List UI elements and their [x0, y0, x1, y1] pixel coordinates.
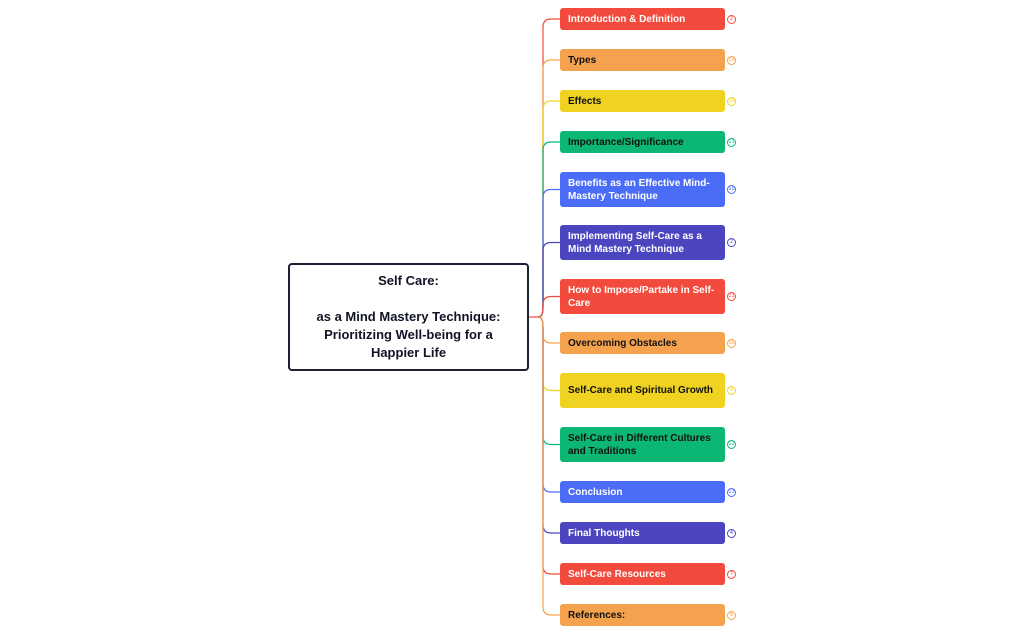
- topic-references[interactable]: References:: [560, 604, 725, 626]
- topic-label: Self-Care in Different Cultures and Trad…: [568, 432, 711, 457]
- connector-implementing-self-care-as-a-mind-mastery-technique: [537, 241, 560, 318]
- topic-introduction-definition[interactable]: Introduction & Definition: [560, 8, 725, 30]
- topic-label: Final Thoughts: [568, 527, 640, 539]
- connector-self-care-resources: [537, 316, 560, 575]
- topic-conclusion[interactable]: Conclusion: [560, 481, 725, 503]
- topic-label: Conclusion: [568, 486, 623, 498]
- connector-final-thoughts: [537, 316, 560, 534]
- topic-types[interactable]: Types: [560, 49, 725, 71]
- subtopic-count-badge[interactable]: 11: [727, 137, 736, 147]
- topic-final-thoughts[interactable]: Final Thoughts: [560, 522, 725, 544]
- topic-label: Benefits as an Effective Mind-Mastery Te…: [568, 177, 710, 202]
- topic-label: Importance/Significance: [568, 136, 684, 148]
- topic-label: Overcoming Obstacles: [568, 337, 677, 349]
- topic-self-care-resources[interactable]: Self-Care Resources: [560, 563, 725, 585]
- connector-self-care-in-different-cultures-and-traditions: [537, 316, 560, 446]
- subtopic-count-badge[interactable]: 4: [727, 386, 736, 395]
- topic-label: How to Impose/Partake in Self-Care: [568, 284, 715, 309]
- connector-how-to-impose-partake-in-self-care: [537, 295, 560, 318]
- connector-importance-significance: [537, 141, 560, 318]
- subtopic-count-badge[interactable]: 10: [727, 338, 736, 348]
- topic-label: Effects: [568, 95, 602, 107]
- connector-types: [537, 59, 560, 318]
- topic-self-care-in-different-cultures-and-traditions[interactable]: Self-Care in Different Cultures and Trad…: [560, 427, 725, 462]
- topic-label: Implementing Self-Care as a Mind Mastery…: [568, 230, 702, 255]
- topic-benefits-as-an-effective-mind-mastery-technique[interactable]: Benefits as an Effective Mind-Mastery Te…: [560, 172, 725, 207]
- subtopic-count-badge[interactable]: 2: [727, 238, 736, 247]
- topic-label: Self-Care Resources: [568, 568, 666, 580]
- subtopic-count-badge[interactable]: 21: [727, 292, 736, 301]
- topic-effects[interactable]: Effects: [560, 90, 725, 112]
- connector-introduction-definition: [537, 18, 560, 318]
- connector-benefits-as-an-effective-mind-mastery-technique: [537, 188, 560, 318]
- topic-label: References:: [568, 609, 626, 621]
- central-topic[interactable]: Self Care: as a Mind Mastery Technique: …: [288, 263, 529, 371]
- subtopic-count-badge[interactable]: 7: [727, 569, 736, 579]
- subtopic-count-badge[interactable]: 2: [727, 14, 736, 24]
- topic-label: Self-Care and Spiritual Growth: [568, 385, 714, 396]
- topic-implementing-self-care-as-a-mind-mastery-technique[interactable]: Implementing Self-Care as a Mind Mastery…: [560, 225, 725, 260]
- subtopic-count-badge[interactable]: 13: [727, 487, 736, 497]
- topic-label: Types: [568, 54, 597, 66]
- topic-self-care-and-spiritual-growth[interactable]: Self-Care and Spiritual Growth: [560, 373, 725, 408]
- central-topic-title: Self Care: as a Mind Mastery Technique: …: [316, 273, 501, 360]
- topic-how-to-impose-partake-in-self-care[interactable]: How to Impose/Partake in Self-Care: [560, 279, 725, 314]
- subtopic-count-badge[interactable]: 4: [727, 528, 736, 538]
- topic-overcoming-obstacles[interactable]: Overcoming Obstacles: [560, 332, 725, 354]
- subtopic-count-badge[interactable]: 10: [727, 55, 736, 65]
- topic-importance-significance[interactable]: Importance/Significance: [560, 131, 725, 153]
- subtopic-count-badge[interactable]: 10: [727, 185, 736, 194]
- subtopic-count-badge[interactable]: 12: [727, 440, 736, 449]
- connector-self-care-and-spiritual-growth: [537, 316, 560, 392]
- subtopic-count-badge[interactable]: 10: [727, 96, 736, 106]
- connector-references: [537, 316, 560, 616]
- topic-label: Introduction & Definition: [568, 13, 686, 25]
- subtopic-count-badge[interactable]: 6: [727, 610, 736, 620]
- connector-effects: [537, 100, 560, 318]
- connector-overcoming-obstacles: [537, 316, 560, 344]
